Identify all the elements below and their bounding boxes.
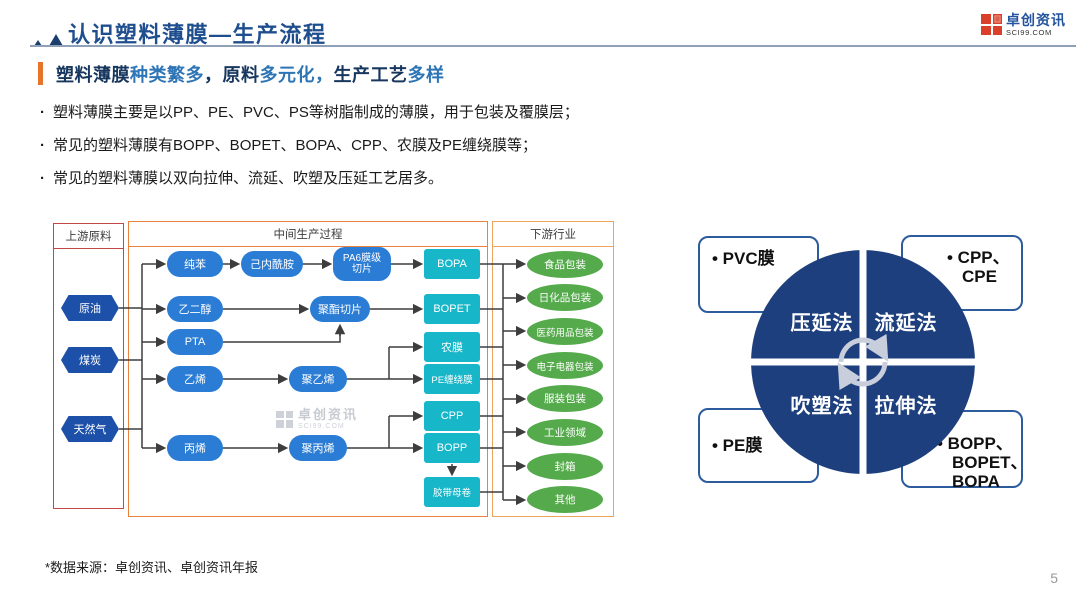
flow-node-caprolactam: 己内酰胺: [241, 251, 303, 277]
flow-node-tape-roll: 胶带母卷: [424, 477, 480, 507]
flow-node-ethylene: 乙烯: [167, 366, 223, 392]
bullet-item: 常见的塑料薄膜以双向拉伸、流延、吹塑及压延工艺居多。: [40, 169, 660, 188]
flow-node-pharma-packaging: 医药用品包装: [527, 318, 603, 345]
decorative-triangle-icon: [34, 40, 42, 46]
subtitle-segment: 生产工艺: [333, 65, 408, 85]
subtitle-segment: 塑料薄膜: [56, 65, 130, 85]
callout-line: BOPET、: [952, 453, 1028, 472]
flow-connectors: [119, 258, 527, 506]
process-method-wheel: • PVC膜 • CPP、 CPE • PE膜 • BOPP、 BOPET、 B…: [690, 228, 1036, 500]
flow-node-pe-wrap-film: PE缠绕膜: [424, 364, 480, 394]
decorative-triangle-icon: [49, 34, 63, 46]
production-flow-diagram: 上游原料 中间生产过程 下游行业 卓创资讯 SCI99.COM: [50, 218, 616, 520]
flow-node-carton-sealing: 封箱: [527, 453, 603, 480]
downstream-column-header: 下游行业: [493, 222, 613, 247]
quadrant-blow-molding: 吹塑法: [790, 395, 854, 418]
flow-node-pet-chip: 聚酯切片: [310, 296, 370, 322]
watermark-name: 卓创资讯: [298, 407, 359, 422]
flow-node-pa6-chip: PA6膜级切片: [333, 247, 391, 281]
flow-node-coal: 煤炭: [61, 347, 119, 373]
flow-node-agri-film: 农膜: [424, 332, 480, 362]
bullet-item: 常见的塑料薄膜有BOPP、BOPET、BOPA、CPP、农膜及PE缠绕膜等；: [40, 136, 660, 155]
subtitle-segment-highlight: 多样: [407, 65, 445, 85]
subtitle-segment-highlight: 多元化，: [259, 65, 334, 85]
subtitle-segment-highlight: 种类繁多: [130, 65, 204, 85]
callout-line: BOPA: [952, 472, 1000, 491]
flow-node-propylene: 丙烯: [167, 435, 223, 461]
watermark-domain: SCI99.COM: [298, 423, 345, 430]
middle-column: 中间生产过程: [128, 221, 488, 517]
bullet-item: 塑料薄膜主要是以PP、PE、PVC、PS等树脂制成的薄膜，用于包装及覆膜层；: [40, 103, 660, 122]
subtitle-segment: ，原料: [204, 65, 260, 85]
flow-node-bopp: BOPP: [424, 433, 480, 463]
callout-line: • PVC膜: [712, 249, 775, 268]
callout-line: CPE: [962, 267, 997, 286]
flow-node-polyethylene: 聚乙烯: [289, 366, 347, 392]
flow-node-bopet: BOPET: [424, 294, 480, 324]
flow-node-food-packaging: 食品包装: [527, 251, 603, 278]
subtitle: 塑料薄膜种类繁多，原料多元化，生产工艺多样: [56, 61, 445, 87]
callout-line: • BOPP、: [937, 434, 1013, 453]
downstream-column: 下游行业: [492, 221, 614, 517]
watermark-logo-icon: [276, 410, 293, 428]
flow-node-electronics-packaging: 电子电器包装: [527, 352, 603, 379]
cycle-arrows-icon: [837, 333, 889, 391]
bullet-list: 塑料薄膜主要是以PP、PE、PVC、PS等树脂制成的薄膜，用于包装及覆膜层； 常…: [40, 103, 660, 202]
brand-domain: SCI99.COM: [1006, 28, 1052, 37]
callout-line: • CPP、: [947, 248, 1010, 267]
brand-logo: 卓创资讯 SCI99.COM: [981, 13, 1066, 37]
brand-name: 卓创资讯: [1006, 12, 1066, 28]
flow-node-bopa: BOPA: [424, 249, 480, 279]
page-number: 5: [1050, 570, 1058, 586]
quadrant-calendering: 压延法: [790, 312, 854, 335]
upstream-column: 上游原料: [53, 223, 124, 509]
callout-line: • PE膜: [712, 436, 763, 455]
page-title: 认识塑料薄膜—生产流程: [68, 22, 327, 47]
data-source-note: *数据来源：卓创资讯、卓创资讯年报: [45, 560, 259, 575]
flow-node-natural-gas: 天然气: [61, 416, 119, 442]
quadrant-casting: 流延法: [874, 312, 938, 335]
header-divider: [30, 45, 1076, 47]
flow-node-daily-chem-packaging: 日化品包装: [527, 284, 603, 311]
flow-node-cpp: CPP: [424, 401, 480, 431]
subtitle-accent-bar: [38, 62, 43, 85]
brand-logo-icon: [981, 14, 1002, 36]
middle-column-header: 中间生产过程: [129, 222, 487, 247]
watermark: 卓创资讯 SCI99.COM: [276, 408, 358, 430]
flow-node-benzene: 纯苯: [167, 251, 223, 277]
upstream-column-header: 上游原料: [54, 224, 123, 249]
flow-node-others: 其他: [527, 486, 603, 513]
flow-node-industrial-field: 工业领域: [527, 419, 603, 446]
flow-node-pta: PTA: [167, 329, 223, 355]
wheel-disc: [751, 250, 975, 474]
flow-node-meg: 乙二醇: [167, 296, 223, 322]
flow-node-polypropylene: 聚丙烯: [289, 435, 347, 461]
flow-node-crude-oil: 原油: [61, 295, 119, 321]
quadrant-stretching: 拉伸法: [874, 395, 938, 418]
flow-node-apparel-packaging: 服装包装: [527, 385, 603, 412]
